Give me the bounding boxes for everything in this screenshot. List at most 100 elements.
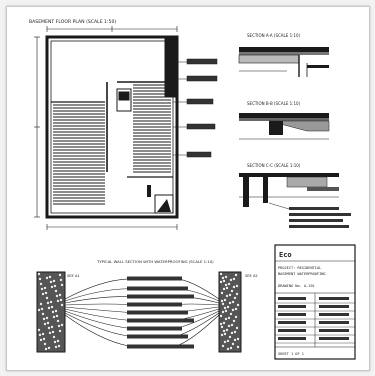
stipple-dot (41, 292, 45, 296)
stipple-dot (58, 293, 62, 297)
leader-label-bar (127, 286, 188, 291)
stipple-dot (230, 331, 234, 335)
stipple-dot (232, 277, 236, 281)
stipple-dot (37, 272, 41, 276)
stipple-dot (223, 306, 227, 310)
stipple-dot (227, 282, 231, 286)
stipple-dot (229, 278, 233, 282)
stipple-dot (229, 346, 233, 350)
stipple-dot (60, 283, 64, 287)
stipple-dot (56, 339, 60, 343)
stipple-dot (50, 325, 54, 329)
stipple-dot (221, 310, 225, 314)
stipple-dot (235, 326, 239, 330)
stipple-dot (44, 347, 48, 351)
left-wall-stipple (37, 272, 64, 351)
section-a-a: SECTION A-A (SCALE 1:10) (238, 33, 329, 77)
stipple-dot (234, 273, 238, 277)
stipple-dot (228, 293, 232, 297)
stipple-dot (45, 276, 49, 280)
stipple-dot (43, 342, 47, 346)
leader-label-bar (127, 326, 182, 331)
stipple-dot (53, 284, 57, 288)
leader-line (64, 303, 138, 306)
title-block-line-1: PROJECT: RESIDENTIAL (278, 266, 321, 270)
stipple-dot (54, 289, 58, 293)
leader-line (64, 306, 138, 314)
stipple-dot (42, 317, 46, 321)
stipple-dot (51, 330, 55, 334)
stipple-dot (221, 344, 225, 348)
stipple-dot (230, 323, 234, 327)
stipple-dot (233, 330, 237, 334)
stipple-dot (58, 273, 62, 277)
stipple-dot (56, 299, 60, 303)
stipple-dot (39, 302, 43, 306)
stipple-dot (55, 314, 59, 318)
stipple-dot (220, 291, 224, 295)
stipple-dot (219, 314, 223, 318)
stipple-dot (41, 332, 45, 336)
stipple-dot (235, 284, 239, 288)
grid-text-bar (278, 305, 306, 308)
stipple-dot (225, 294, 229, 298)
stipple-dot (39, 338, 43, 342)
stipple-dot (235, 292, 239, 296)
stipple-dot (232, 319, 236, 323)
stipple-dot (47, 306, 51, 310)
grid-text-bar (319, 305, 349, 308)
architectural-drawing-sheet: BASEMENT FLOOR PLAN (SCALE 1:50) (29, 19, 356, 360)
title-block-footer: SHEET 1 OF 1 (278, 352, 304, 356)
stipple-dot (47, 346, 51, 350)
stipple-dot (236, 345, 240, 349)
title-block-logo: Eco (279, 251, 292, 259)
stipple-dot (224, 275, 228, 279)
stipple-dot (40, 307, 44, 311)
stipple-dot (43, 322, 47, 326)
leader-label-bar (127, 302, 182, 307)
stipple-dot (223, 340, 227, 344)
leader-label-bar (127, 318, 194, 323)
stipple-dot (222, 321, 226, 325)
stipple-dot (57, 344, 61, 348)
stipple-dot (52, 335, 56, 339)
stipple-dot (38, 277, 42, 281)
stipple-dot (219, 322, 223, 326)
plan-title: BASEMENT FLOOR PLAN (SCALE 1:50) (29, 19, 116, 25)
stipple-dot (226, 305, 230, 309)
wall-section-leaders (64, 276, 220, 349)
stipple-dot (54, 345, 58, 349)
stipple-dot (45, 296, 49, 300)
wall-section-title: TYPICAL WALL SECTION WITH WATERPROOFING … (96, 259, 214, 264)
stipple-dot (220, 325, 224, 329)
section-a-title: SECTION A-A (SCALE 1:10) (247, 33, 301, 38)
stipple-dot (44, 291, 48, 295)
stipple-dot (236, 337, 240, 341)
stipple-dot (48, 275, 52, 279)
stipple-dot (39, 282, 43, 286)
stipple-dot (228, 301, 232, 305)
title-block-grid (275, 293, 355, 347)
title-block-line-3: DRAWING No. A-101 (278, 284, 315, 288)
stipple-dot (51, 310, 55, 314)
stipple-dot (37, 308, 41, 312)
leader-label-bar (127, 294, 194, 299)
stipple-dot (52, 315, 56, 319)
stipple-dot (220, 333, 224, 337)
stipple-dot (224, 317, 228, 321)
wall-tag-left: SEE A1 (67, 274, 80, 278)
stipple-dot (42, 337, 46, 341)
stipple-dot (60, 323, 64, 327)
grid-text-bar (278, 313, 306, 316)
grid-text-bar (278, 329, 306, 332)
plan-callouts (173, 58, 218, 158)
stipple-dot (222, 279, 226, 283)
plan-corner-detail (147, 185, 174, 214)
stipple-dot (230, 289, 234, 293)
title-block: Eco PROJECT: RESIDENTIAL BASEMENT WATERP… (274, 244, 356, 360)
stipple-dot (236, 303, 240, 307)
stipple-dot (55, 294, 59, 298)
stipple-dot (231, 300, 235, 304)
stipple-dot (56, 319, 60, 323)
stipple-dot (222, 329, 226, 333)
